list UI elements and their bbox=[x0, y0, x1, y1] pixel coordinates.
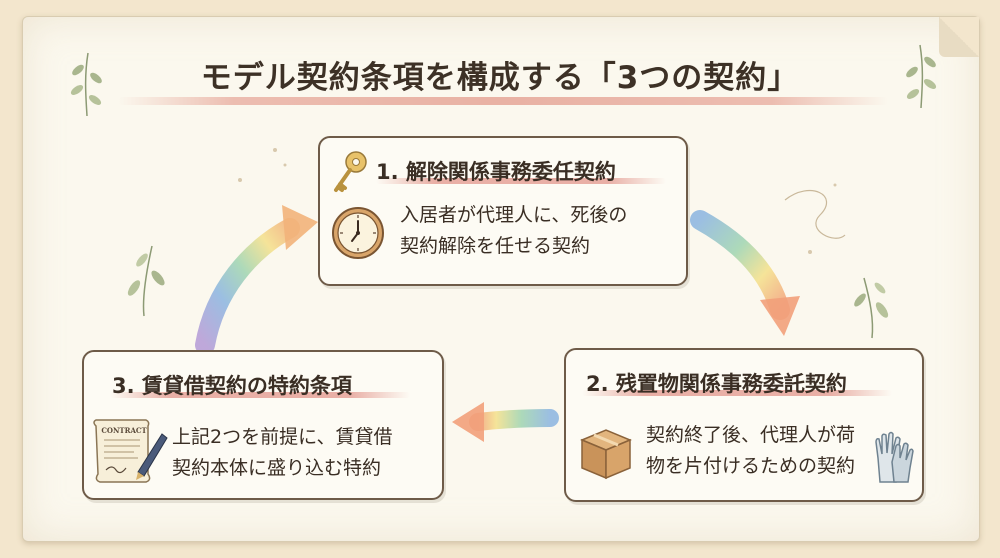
arrow-step2-to-step3 bbox=[452, 402, 559, 442]
leaf-sprig-top-left-icon bbox=[70, 52, 102, 117]
title-highlight bbox=[118, 97, 888, 105]
step3-title: 3. 賃貸借契約の特約条項 bbox=[112, 374, 352, 398]
step1-description-line-1: 入居者が代理人に、死後の bbox=[400, 204, 628, 226]
dots-decoration-icon bbox=[238, 148, 287, 182]
step3-description-line-1: 上記2つを前提に、賃貸借 bbox=[172, 426, 393, 448]
leaf-sprig-top-right-icon bbox=[906, 44, 937, 109]
step3-description-line-2: 契約本体に盛り込む特約 bbox=[172, 457, 382, 479]
leaf-sprig-mid-left-icon bbox=[127, 245, 165, 317]
page-curl bbox=[939, 17, 979, 57]
step2-description-line-2: 物を片付けるための契約 bbox=[646, 455, 856, 477]
contract-pen-icon bbox=[93, 419, 168, 483]
key-icon bbox=[334, 151, 367, 192]
step1-title: 1. 解除関係事務委任契約 bbox=[376, 160, 616, 184]
step2-description-line-1: 契約終了後、代理人が荷 bbox=[646, 424, 856, 446]
swirl-decoration-icon bbox=[784, 183, 846, 254]
box-icon bbox=[580, 429, 632, 480]
clock-icon bbox=[332, 207, 384, 259]
page-title: モデル契約条項を構成する「3つの契約」 bbox=[200, 60, 800, 96]
step1-card bbox=[318, 136, 688, 286]
arrow-step3-to-step1 bbox=[195, 205, 318, 355]
contract-label: CONTRACT bbox=[101, 426, 147, 435]
step2-title-highlight bbox=[582, 390, 892, 396]
step1-title-highlight bbox=[376, 178, 666, 184]
step2-card bbox=[564, 348, 924, 502]
leaf-sprig-mid-right-icon bbox=[854, 277, 889, 339]
step2-title: 2. 残置物関係事務委託契約 bbox=[586, 372, 847, 396]
gloves-icon bbox=[875, 431, 914, 483]
arrow-step1-to-step2 bbox=[690, 210, 800, 336]
step1-description-line-2: 契約解除を任せる契約 bbox=[400, 235, 591, 257]
step3-title-highlight bbox=[110, 392, 410, 398]
